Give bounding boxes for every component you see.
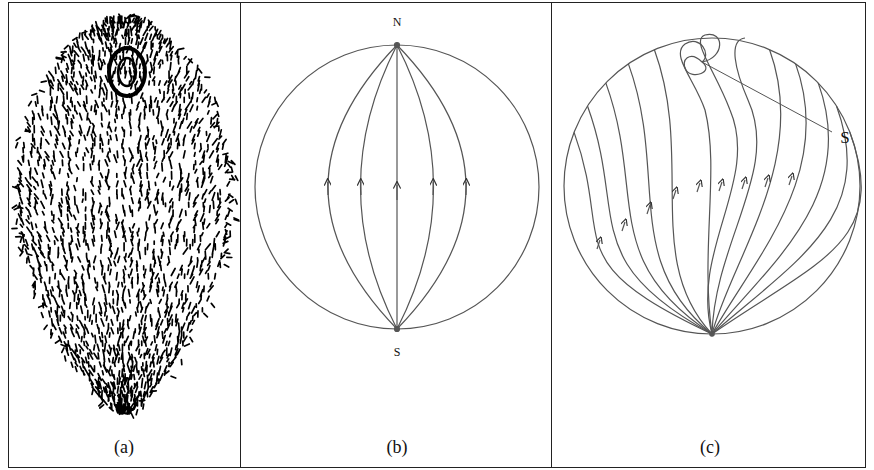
field-line — [654, 50, 712, 334]
field-line — [712, 64, 806, 334]
filing-texture — [12, 14, 239, 418]
direction-arrow — [789, 176, 792, 185]
direction-arrow — [697, 183, 700, 192]
field-line — [606, 83, 712, 334]
direction-arrow — [597, 240, 600, 249]
pole-cluster — [109, 48, 145, 96]
pole-label: N — [393, 16, 402, 28]
dipole-field-sphere — [255, 43, 539, 332]
column-divider — [240, 2, 241, 468]
iron-filings-egg — [12, 14, 239, 418]
field-line — [628, 64, 712, 334]
pole-label: S — [394, 346, 401, 358]
convergence-point — [710, 332, 714, 336]
panel-caption: (a) — [114, 438, 134, 456]
pole-label: S — [840, 129, 849, 146]
column-divider — [551, 2, 552, 468]
panel-caption: (b) — [387, 438, 408, 456]
direction-arrow — [719, 182, 722, 191]
direction-arrow — [622, 222, 625, 231]
panel-caption: (c) — [700, 438, 720, 456]
table-border — [9, 3, 866, 468]
field-line — [588, 106, 713, 334]
swirling-field-sphere — [564, 34, 861, 336]
field-line — [712, 38, 757, 334]
direction-arrow — [765, 178, 768, 187]
field-line — [684, 57, 706, 75]
direction-arrow — [742, 180, 745, 189]
field-line — [680, 41, 712, 334]
direction-arrow — [673, 190, 676, 199]
field-line — [700, 34, 737, 334]
field-line — [712, 106, 847, 334]
direction-arrow — [647, 205, 650, 214]
pole-cluster — [118, 58, 136, 86]
